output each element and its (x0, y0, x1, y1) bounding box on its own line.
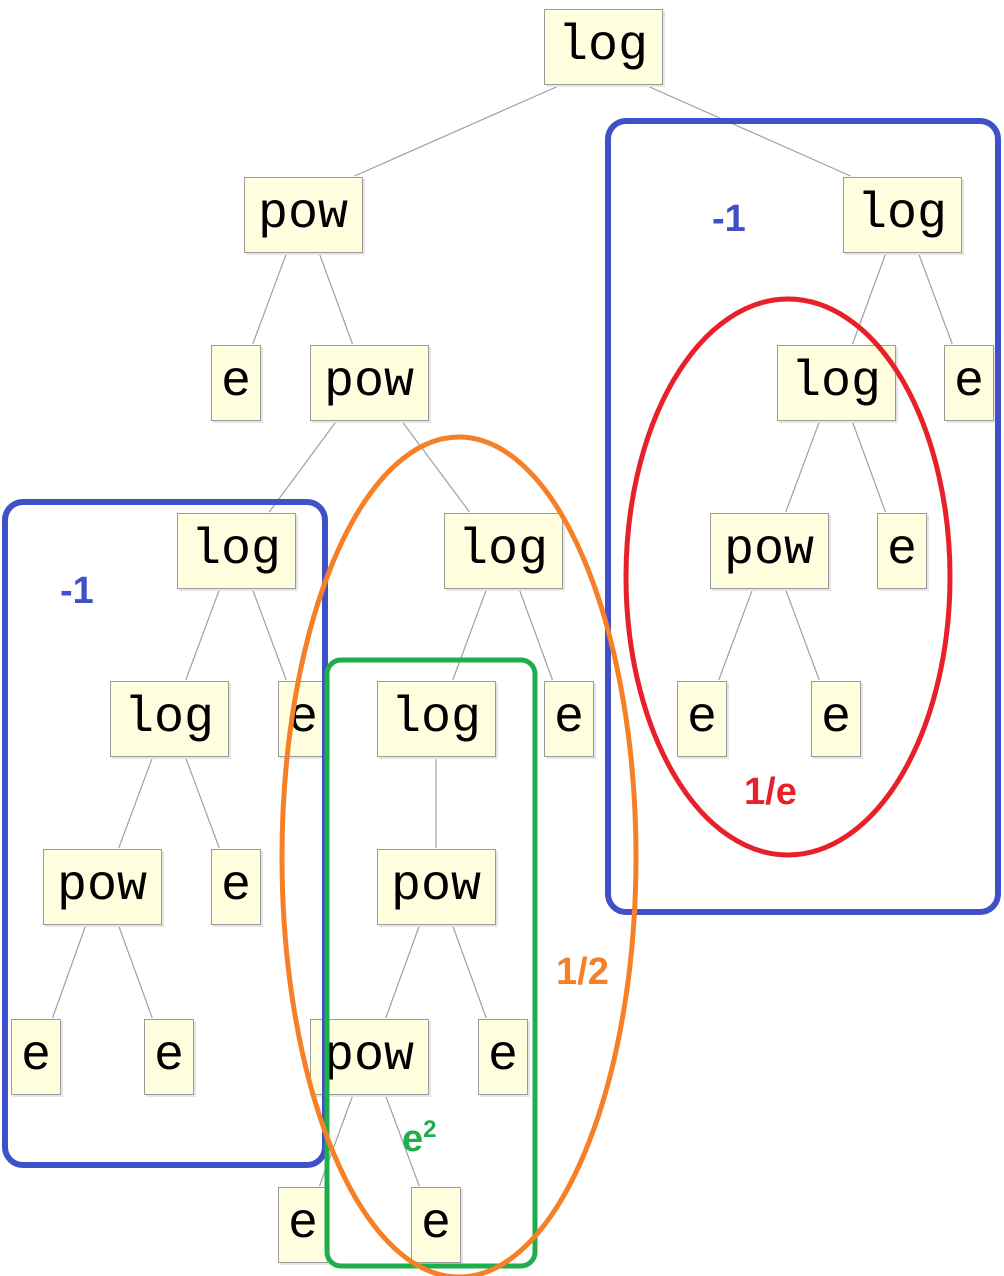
tree-node-e: e (944, 345, 994, 421)
tree-edge (185, 589, 220, 681)
tree-edge (318, 1095, 354, 1187)
tree-edge (252, 253, 287, 345)
tree-node-log: log (543, 9, 663, 85)
green-box-label: e2 (402, 1118, 437, 1160)
tree-node-e: e (478, 1019, 528, 1095)
tree-edge (118, 925, 153, 1019)
tree-node-e: e (144, 1019, 194, 1095)
tree-node-log: log (176, 513, 296, 589)
tree-node-e: e (11, 1019, 61, 1095)
tree-edge (718, 589, 753, 681)
right-box-label: -1 (712, 198, 746, 240)
tree-edge (118, 757, 153, 849)
tree-node-log: log (109, 681, 229, 757)
green-label-base: e (402, 1118, 424, 1160)
tree-node-pow: pow (709, 513, 829, 589)
tree-node-pow: pow (42, 849, 162, 925)
tree-edge (452, 589, 487, 681)
tree-node-pow: pow (309, 1019, 429, 1095)
tree-node-e: e (411, 1187, 461, 1263)
tree-edge (452, 925, 487, 1019)
tree-edge (385, 925, 420, 1019)
tree-edge (785, 421, 820, 513)
tree-node-log: log (842, 177, 962, 253)
tree-edge (51, 925, 87, 1019)
red-ellipse-label: 1/e (744, 771, 797, 813)
green-label-exponent: 2 (423, 1116, 437, 1143)
left-box-label: -1 (60, 570, 94, 612)
tree-node-pow: pow (309, 345, 429, 421)
tree-edge (252, 589, 287, 681)
tree-edge (185, 757, 220, 849)
tree-edge (785, 589, 820, 681)
tree-edge (354, 85, 559, 177)
tree-node-e: e (278, 1187, 328, 1263)
tree-node-log: log (443, 513, 563, 589)
tree-node-e: e (544, 681, 594, 757)
tree-node-log: log (376, 681, 496, 757)
tree-edge (518, 589, 554, 681)
tree-node-e: e (677, 681, 727, 757)
tree-edge (402, 421, 470, 513)
tree-edge (918, 253, 953, 345)
tree-node-e: e (877, 513, 927, 589)
tree-edge (851, 253, 887, 345)
orange-ellipse-label: 1/2 (556, 951, 609, 993)
tree-node-log: log (776, 345, 896, 421)
tree-edge (851, 421, 887, 513)
tree-node-e: e (211, 849, 261, 925)
tree-edge (268, 421, 337, 513)
tree-edge (647, 85, 851, 177)
tree-edge (318, 253, 354, 345)
tree-node-pow: pow (243, 177, 363, 253)
tree-node-e: e (278, 681, 328, 757)
tree-node-pow: pow (376, 849, 496, 925)
tree-node-e: e (211, 345, 261, 421)
tree-node-e: e (811, 681, 861, 757)
